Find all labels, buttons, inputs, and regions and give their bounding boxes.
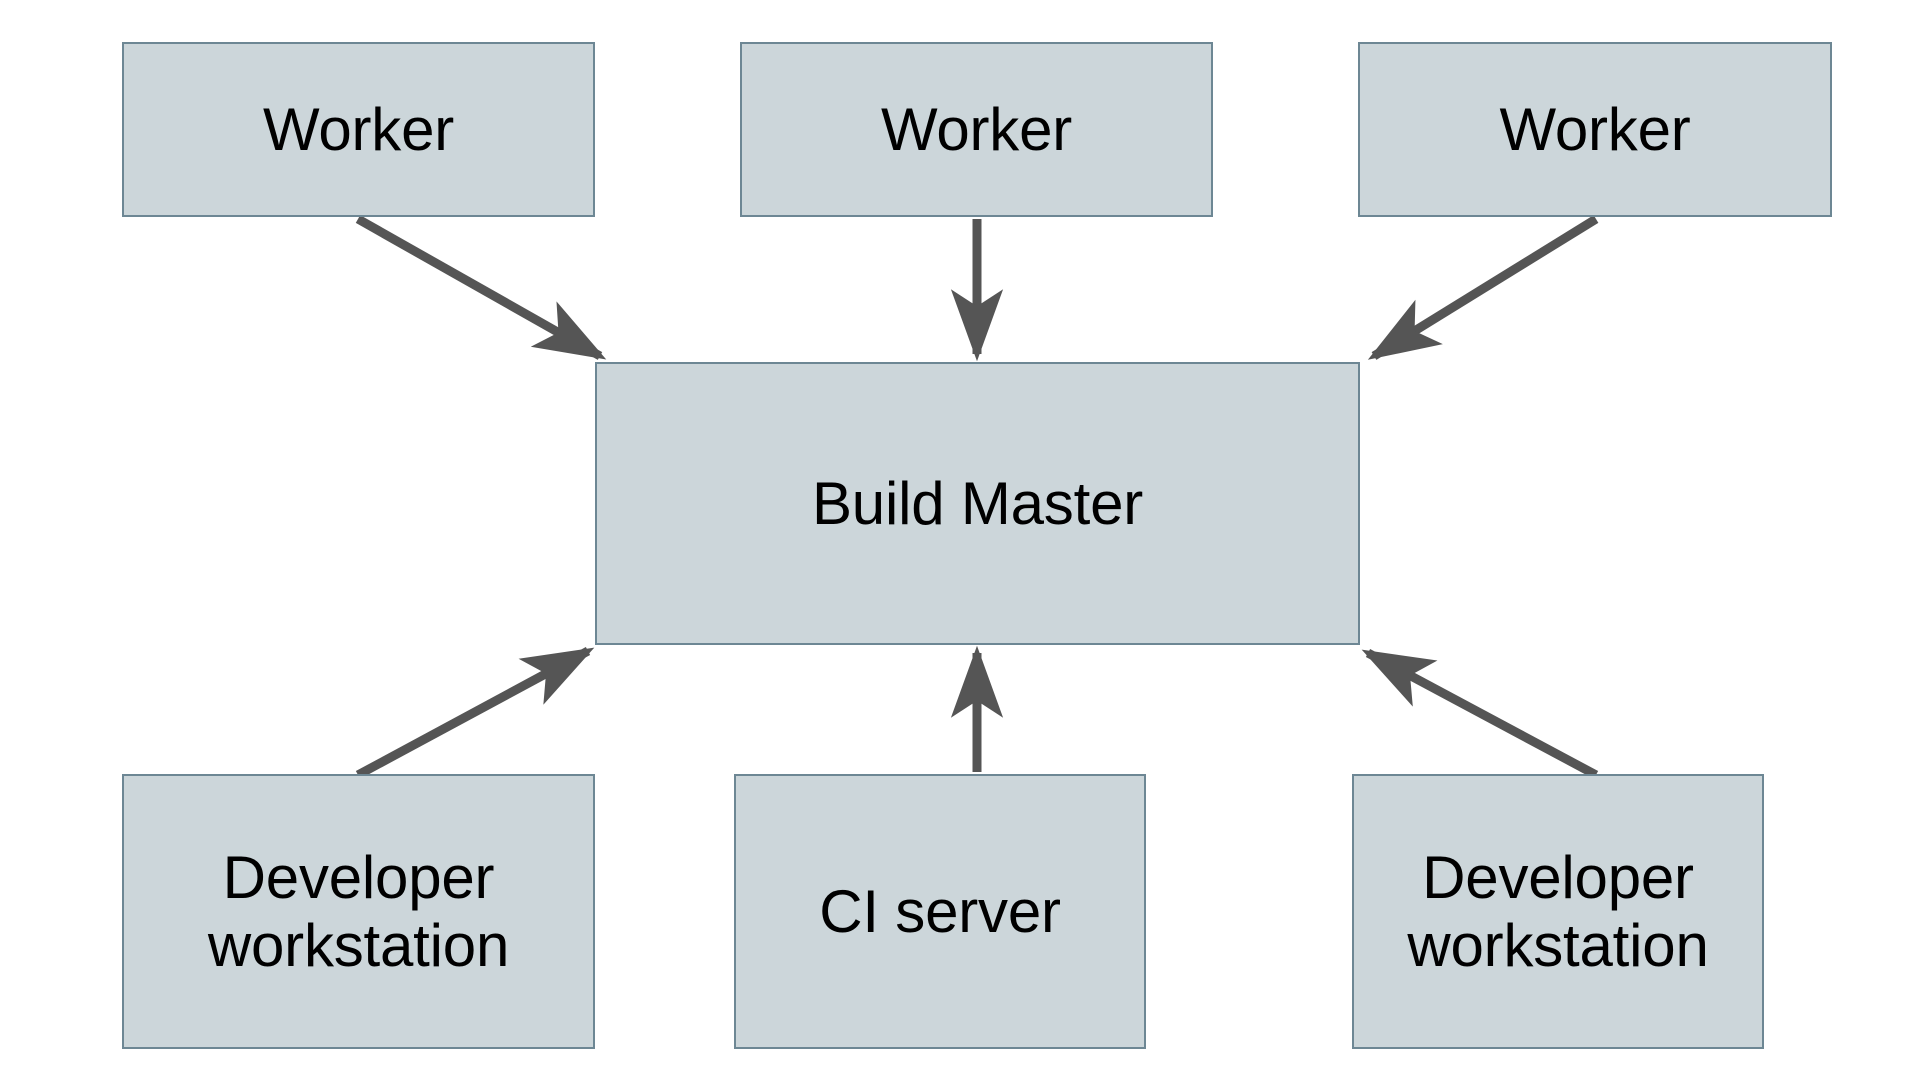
node-worker-3-label: Worker [1499, 95, 1691, 163]
node-build-master[interactable]: Build Master [595, 362, 1360, 645]
node-worker-1-label: Worker [262, 95, 455, 163]
node-ci-server[interactable]: CI server [734, 774, 1146, 1049]
node-worker-2-label: Worker [880, 95, 1073, 163]
edge-dev-right-to-master [1361, 649, 1599, 779]
edge-worker-1-to-master [355, 215, 607, 360]
node-ci-server-label: CI server [819, 877, 1061, 945]
node-worker-2[interactable]: Worker [740, 42, 1213, 217]
node-developer-workstation-right-label: Developer workstation [1407, 844, 1709, 979]
node-developer-workstation-right[interactable]: Developer workstation [1352, 774, 1764, 1049]
node-worker-1[interactable]: Worker [122, 42, 595, 217]
node-build-master-label: Build Master [811, 469, 1144, 537]
node-developer-workstation-left[interactable]: Developer workstation [122, 774, 595, 1049]
node-worker-3[interactable]: Worker [1358, 42, 1832, 217]
edge-dev-left-to-master [355, 647, 595, 779]
node-developer-workstation-left-label: Developer workstation [207, 844, 510, 979]
edge-worker-3-to-master [1367, 215, 1599, 360]
